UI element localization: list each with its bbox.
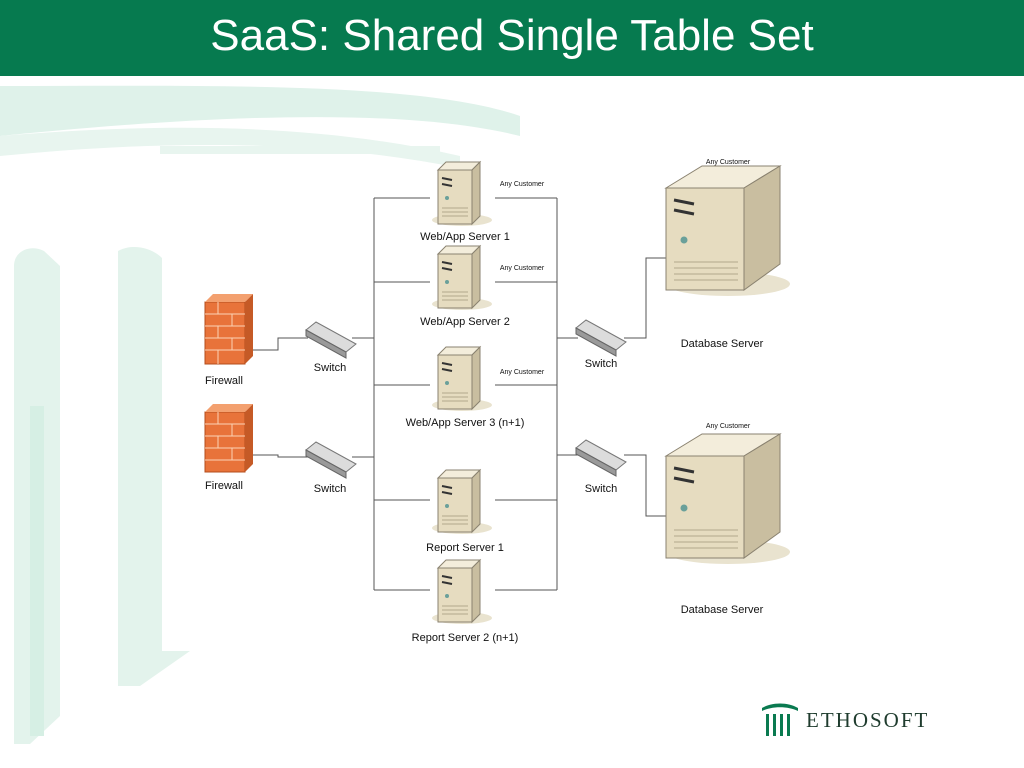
database-server-label: Database Server (681, 604, 764, 616)
server-icon (431, 469, 493, 535)
database-server-label: Database Server (681, 338, 764, 350)
server-label: Report Server 2 (n+1) (412, 632, 519, 644)
title-bar (0, 0, 1024, 76)
server-icon (431, 346, 493, 412)
switch-icon (575, 319, 627, 357)
background-columns-art (0, 85, 520, 744)
customer-tag: Any Customer (500, 265, 545, 272)
slide-title: SaaS: Shared Single Table Set (210, 11, 814, 60)
customer-tag: Any Customer (706, 159, 751, 166)
server-icon (431, 245, 493, 311)
server-label: Web/App Server 1 (420, 231, 510, 243)
server-icon (431, 559, 493, 625)
firewall-icon (204, 404, 253, 473)
customer-tag: Any Customer (500, 181, 545, 188)
database-server-icon (664, 432, 792, 566)
database-server-icon (664, 164, 792, 298)
customer-tag: Any Customer (706, 423, 751, 430)
switch-label: Switch (585, 483, 617, 495)
switch-label: Switch (314, 483, 346, 495)
ethosoft-logo: ETHOSOFT (760, 700, 960, 740)
switch-label: Switch (585, 358, 617, 370)
server-label: Report Server 1 (426, 542, 504, 554)
logo-text: ETHOSOFT (806, 708, 930, 732)
server-icon (431, 161, 493, 227)
server-label: Web/App Server 2 (420, 316, 510, 328)
firewall-label: Firewall (205, 375, 243, 387)
switch-icon (305, 321, 357, 359)
firewall-icon (204, 294, 253, 365)
columns-logo-icon (762, 703, 798, 736)
connector-lines (248, 197, 668, 591)
customer-tag: Any Customer (500, 369, 545, 376)
switch-icon (305, 441, 357, 479)
switch-label: Switch (314, 362, 346, 374)
switch-icon (575, 439, 627, 477)
server-label: Web/App Server 3 (n+1) (406, 417, 525, 429)
firewall-label: Firewall (205, 480, 243, 492)
